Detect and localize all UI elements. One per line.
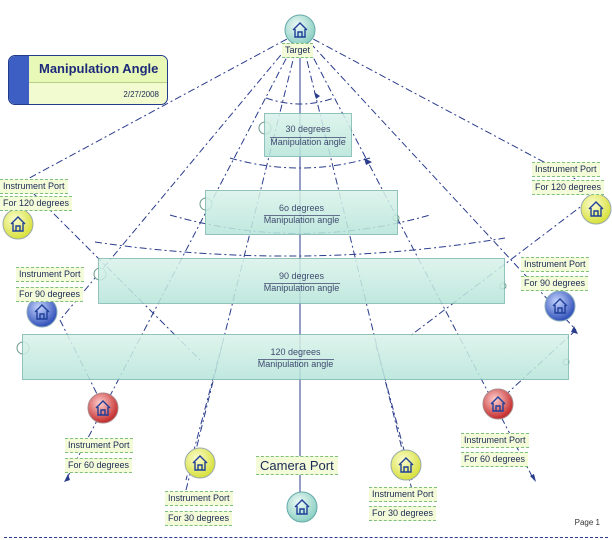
port-right-60-label: Instrument Port — [461, 433, 529, 448]
port-left-120-caption: For 120 degrees — [0, 196, 73, 211]
title-card-accent — [9, 56, 29, 104]
port-right-120-caption: For 120 degrees — [532, 180, 605, 195]
port-right-60-caption: For 60 degrees — [461, 452, 529, 467]
arrow-tip-right-60 — [530, 474, 536, 482]
port-left-120-label: Instrument Port — [0, 179, 68, 194]
page-number: Page 1 — [574, 518, 600, 527]
angle-box-90-caption: Manipulation angle — [263, 283, 340, 293]
angle-box-60[interactable]: 6o degrees Manipulation angle — [205, 190, 398, 235]
camera-port-label: Camera Port — [256, 456, 338, 475]
angle-box-60-rule — [263, 215, 340, 216]
arrow-tip-right-90 — [571, 326, 578, 334]
arrow-tip-left-60 — [64, 474, 70, 482]
target-label: Target — [282, 43, 314, 58]
port-left-30-caption: For 30 degrees — [165, 511, 233, 526]
angle-box-90-angle: 90 degrees — [278, 271, 325, 281]
angle-box-120-caption: Manipulation angle — [257, 359, 334, 369]
port-left-30-label: Instrument Port — [165, 491, 233, 506]
title-card[interactable]: Manipulation Angle 2/27/2008 — [8, 55, 168, 105]
port-right-30-caption: For 30 degrees — [369, 506, 437, 521]
angle-box-90-rule — [263, 283, 340, 284]
port-right-30-label: Instrument Port — [369, 487, 437, 502]
port-right-90-caption: For 90 degrees — [521, 276, 589, 291]
title-card-date: 2/27/2008 — [123, 90, 159, 99]
angle-box-120-rule — [257, 359, 334, 360]
angle-box-90[interactable]: 90 degrees Manipulation angle — [98, 258, 505, 304]
angle-box-60-caption: Manipulation angle — [263, 215, 340, 225]
angle-box-30-angle: 30 degrees — [285, 124, 331, 134]
port-left-60-caption: For 60 degrees — [65, 458, 133, 473]
page-bottom-divider — [4, 537, 608, 538]
port-left-60-label: Instrument Port — [65, 438, 133, 453]
line-right-120-cross — [409, 191, 601, 337]
arrow-tip-30-top — [314, 92, 320, 99]
arrow-tip-30-right — [364, 158, 372, 165]
angle-box-60-angle: 6o degrees — [278, 203, 325, 213]
angle-box-120[interactable]: 120 degrees Manipulation angle — [22, 334, 569, 380]
port-right-90-label: Instrument Port — [521, 257, 589, 272]
port-right-120-label: Instrument Port — [532, 162, 600, 177]
angle-box-120-angle: 120 degrees — [270, 347, 321, 357]
angle-box-30[interactable]: 30 degrees Manipulation angle — [264, 113, 352, 157]
line-target-to-left-90 — [59, 31, 301, 321]
port-left-90-label: Instrument Port — [16, 267, 84, 282]
angle-box-30-rule — [270, 137, 346, 138]
port-left-90-caption: For 90 degrees — [16, 287, 84, 302]
angle-box-30-caption: Manipulation angle — [270, 137, 346, 147]
line-target-to-right-60 — [299, 31, 535, 481]
line-target-to-right-120 — [299, 31, 601, 193]
title-card-heading: Manipulation Angle — [29, 56, 167, 83]
